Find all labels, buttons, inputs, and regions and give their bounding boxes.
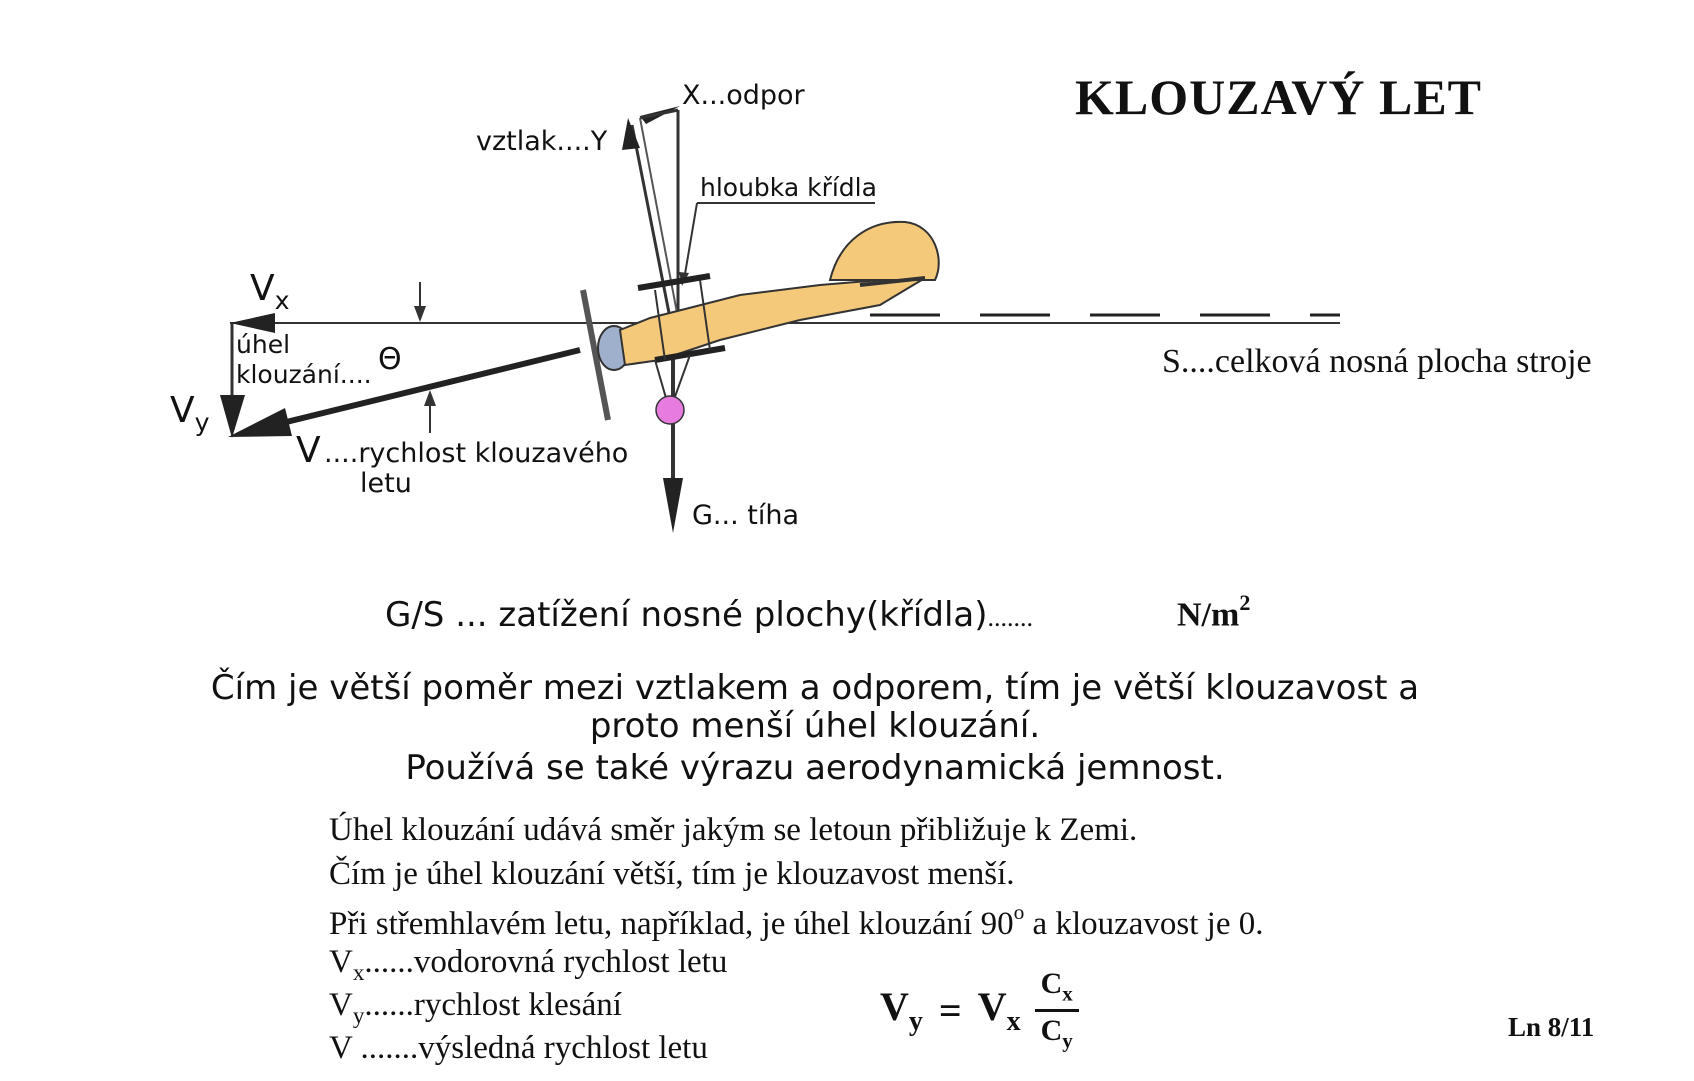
theta-symbol: Θ [378,342,402,377]
v-description-2: letu [360,468,412,499]
lift-line [630,124,672,319]
body-line-1: Úhel klouzání udává směr jakým se letoun… [329,812,1138,848]
glide-diagram [220,106,1340,533]
body-line-2: Čím je úhel klouzání větší, tím je klouz… [329,856,1015,892]
vx-label: Vx [250,268,290,315]
wing-strut [654,289,666,361]
chord-leader [683,202,698,281]
angle-marker-bottom-head [424,390,436,406]
biplane-illustration [580,220,940,425]
vy-label: Vy [170,390,210,437]
angle-label-1: úhel [236,330,291,359]
formula-equals: = [938,987,962,1033]
vx-arrowhead [230,313,275,333]
definition-v: V .......výsledná rychlost letu [329,1030,708,1066]
wing-strut [699,279,711,351]
fuselage [618,277,926,367]
formula-lhs: Vy [880,983,923,1037]
propeller [580,289,611,421]
ratio-paragraph-line-2: proto menší úhel klouzání. [589,706,1041,746]
tail-fin [828,220,940,281]
formula-rhs: Vx [977,983,1021,1037]
area-label: S....celková nosná plocha stroje [1162,343,1592,380]
vy-arrowhead [220,395,245,438]
ratio-paragraph-line-1: Čím je větší poměr mezi vztlakem a odpor… [210,668,1420,708]
fraction-denominator: Cy [1040,1013,1073,1052]
page-title: KLOUZAVÝ LET [1075,69,1483,125]
definition-vx: Vx......vodorovná rychlost letu [329,944,728,986]
angle-label-2: klouzání.... [236,360,372,389]
upper-wing [637,273,711,291]
v-label: V [296,430,321,471]
lower-wing [654,345,726,363]
drag-top [639,108,679,120]
v-description-1: ....rychlost klouzavého [324,438,629,469]
wing-loading-unit: N/m2 [1177,590,1251,634]
formula-fraction: Cx Cy [1034,967,1079,1053]
sink-rate-formula: Vy = Vx Cx Cy [880,955,1150,1065]
fraction-numerator: Cx [1034,967,1079,1012]
lift-label: vztlak....Y [476,126,608,157]
chord-label: hloubka křídla [700,173,877,202]
weight-label: G... tíha [692,500,799,531]
wing-loading-text: G/S ... zatížení nosné plochy(křídla)...… [385,595,1033,635]
v-arrowhead [228,408,292,437]
wheel-icon [655,395,685,425]
drag-label: X...odpor [682,80,805,111]
weight-arrowhead [663,478,683,533]
lift-arrowhead [622,118,640,150]
v-line [269,347,581,429]
tailplane [859,276,926,287]
body-line-3: Při střemhlavém letu, například, je úhel… [329,900,1264,942]
angle-marker-top-head [414,306,426,322]
ratio-paragraph-line-3: Používá se také výrazu aerodynamická jem… [405,748,1225,788]
definition-vy: Vy......rychlost klesání [329,987,622,1029]
page-number: Ln 8/11 [1508,1012,1595,1042]
